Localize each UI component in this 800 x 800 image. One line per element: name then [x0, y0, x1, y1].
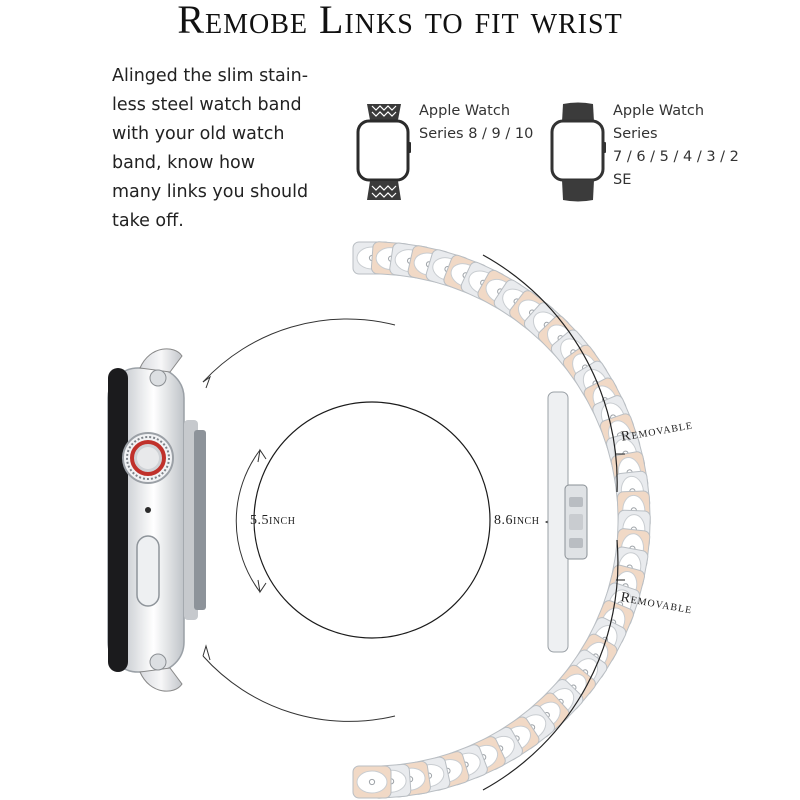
- digital-crown: [122, 432, 174, 484]
- model-label-series-7-se: Apple Watch Series 7 / 6 / 5 / 4 / 3 / 2…: [613, 103, 739, 188]
- watch-case: [107, 348, 206, 692]
- inner-measurement-label: 5.5inch: [250, 513, 296, 528]
- page-title: Remobe Links to fit wrist: [177, 0, 623, 42]
- model-label-series-8-9-10: Apple Watch Series 8 / 9 / 10: [419, 103, 534, 142]
- microphone-hole: [145, 507, 151, 513]
- sport-band-watch-icon: [550, 102, 606, 202]
- side-button: [136, 535, 160, 607]
- instruction-text: Alinged the slim stain- less steel watch…: [112, 66, 309, 231]
- inner-size-circle: [253, 401, 491, 639]
- braided-watch-icon: [356, 104, 411, 200]
- band-link: [352, 765, 392, 799]
- steel-band-links: [352, 241, 651, 799]
- outer-measurement-label: 8.6inch: [494, 513, 540, 528]
- butterfly-clasp: [547, 391, 588, 653]
